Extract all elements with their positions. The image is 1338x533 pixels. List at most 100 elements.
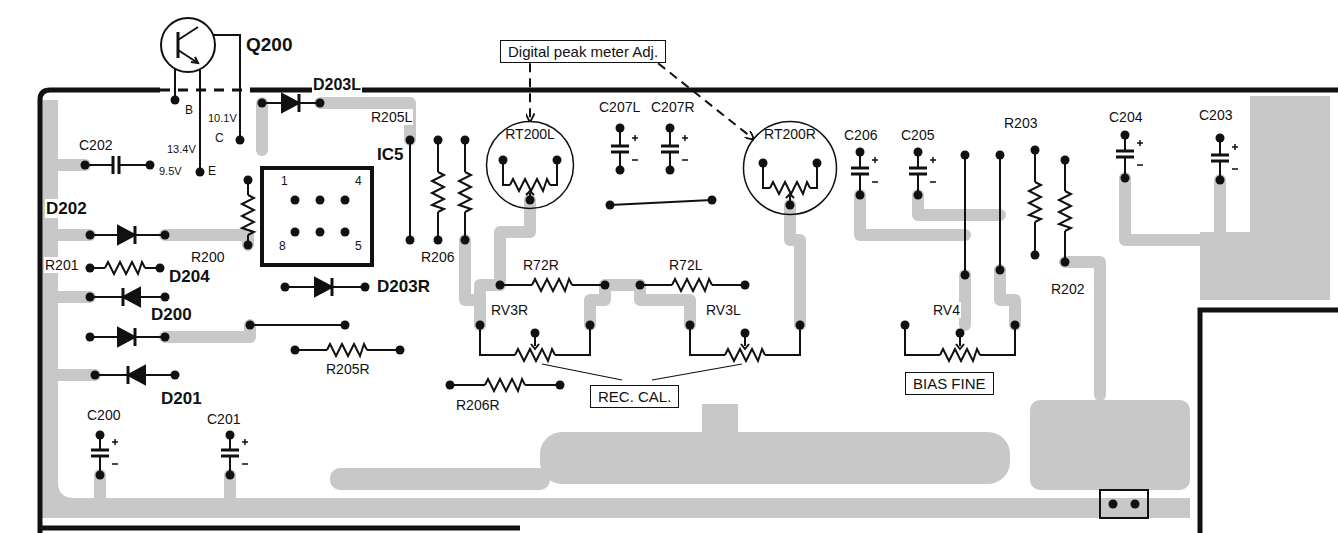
part-label: R206R: [455, 398, 501, 413]
component-symbol: [1059, 191, 1071, 231]
part-label: D203R: [376, 278, 431, 297]
pin-label: B: [184, 103, 194, 117]
part-label: R200: [190, 250, 225, 265]
part-label: C205: [900, 128, 935, 143]
leader-line: [652, 364, 742, 380]
part-label: RV4: [932, 303, 961, 318]
component-symbol: [90, 267, 160, 269]
solder-pad: [956, 329, 965, 338]
part-label: C206: [843, 128, 878, 143]
solder-pad: [406, 136, 415, 145]
transistor-symbol: [191, 57, 198, 63]
part-label: C205: [900, 127, 935, 143]
component-symbol: [610, 200, 712, 205]
voltage-label: 10.1V: [207, 112, 238, 124]
part-label: R202: [1050, 281, 1085, 297]
component-symbol: [85, 94, 1238, 518]
solder-pad: [96, 471, 105, 480]
component-symbol: [500, 284, 605, 286]
component-symbol: [940, 349, 980, 361]
solder-pad: [316, 99, 325, 108]
part-label: R205L: [370, 109, 413, 125]
copper-pour: [330, 468, 550, 490]
solder-pad: [226, 471, 235, 480]
node-text: RT200R: [742, 127, 838, 142]
part-label: C207L: [598, 99, 641, 115]
pin-label: C: [214, 132, 225, 145]
solder-pad: [901, 321, 910, 330]
component-symbol: [459, 172, 471, 212]
solder-pad: [1031, 251, 1040, 260]
part-label: D200: [150, 305, 193, 324]
part-label: D202: [45, 199, 88, 218]
transistor-symbol: [178, 27, 198, 63]
board-outline: [250, 88, 1338, 93]
board-outline: [40, 90, 1338, 533]
part-label: C204: [1108, 109, 1143, 125]
pin-number: 1: [280, 174, 289, 188]
component-symbol: [1064, 160, 1066, 262]
solder-pad: [146, 161, 155, 170]
component-symbol: [295, 349, 400, 351]
part-label: R205L: [370, 110, 413, 125]
solder-pad: [161, 333, 170, 342]
solder-pad: [1121, 174, 1130, 183]
solder-pad: [708, 196, 717, 205]
component-symbol: [1211, 144, 1238, 169]
solder-pad: [96, 431, 105, 440]
pin-label: E: [207, 165, 217, 178]
copper-pour: [42, 100, 1190, 518]
trimmer-outline: RT200L: [485, 120, 575, 210]
solder-pad: [813, 159, 822, 168]
callout-box: BIAS FINE: [905, 372, 994, 395]
copper-pour: [42, 96, 1330, 518]
component-symbol: [91, 439, 118, 464]
solder-pad: [316, 196, 325, 205]
solder-pad: [556, 381, 565, 390]
component-symbol: [118, 328, 135, 346]
solder-pad: [499, 156, 508, 165]
solder-pad: [171, 96, 180, 105]
part-label: R203: [1003, 115, 1038, 131]
component-symbol: [789, 196, 791, 201]
part-label: C202: [78, 137, 113, 153]
solder-pad: [81, 96, 1225, 509]
solder-pad: [666, 124, 675, 133]
part-label: C207L: [598, 100, 641, 115]
solder-pad: [86, 231, 95, 240]
solder-pad: [961, 271, 970, 280]
solder-pad: [434, 136, 443, 145]
voltage-label: 9.5V: [158, 165, 183, 177]
copper-trace: [58, 291, 90, 303]
part-label: Q200: [245, 34, 293, 55]
solder-pad: [914, 191, 923, 200]
copper-trace: [790, 205, 800, 325]
part-label: D202: [45, 200, 88, 219]
copper-trace: [1125, 178, 1200, 240]
part-label: R206R: [455, 397, 501, 413]
callout-box: Digital peak meter Adj.: [500, 40, 666, 63]
solder-pad: [341, 228, 350, 237]
solder-pad: [86, 293, 95, 302]
component-symbol: [262, 168, 372, 265]
solder-pad: [1031, 146, 1040, 155]
solder-pad: [341, 321, 350, 330]
component-symbol: [1100, 490, 1148, 518]
copper-trace: [918, 195, 1000, 215]
part-label: C201: [206, 412, 241, 427]
solder-pad: [606, 201, 615, 210]
part-label: D201: [160, 390, 203, 409]
solder-pad: [291, 196, 300, 205]
copper-pour: [540, 432, 1010, 484]
solder-pad: [686, 321, 695, 330]
solder-pad: [281, 283, 290, 292]
part-label: C204: [1108, 110, 1143, 125]
part-label: R72L: [668, 257, 703, 273]
solder-pad: [496, 281, 505, 290]
solder-pad: [291, 346, 300, 355]
solder-pad: [796, 321, 805, 330]
solder-pad: [396, 346, 405, 355]
solder-pad: [406, 236, 415, 245]
component-symbol: [510, 179, 550, 191]
part-label: C203: [1198, 107, 1233, 123]
